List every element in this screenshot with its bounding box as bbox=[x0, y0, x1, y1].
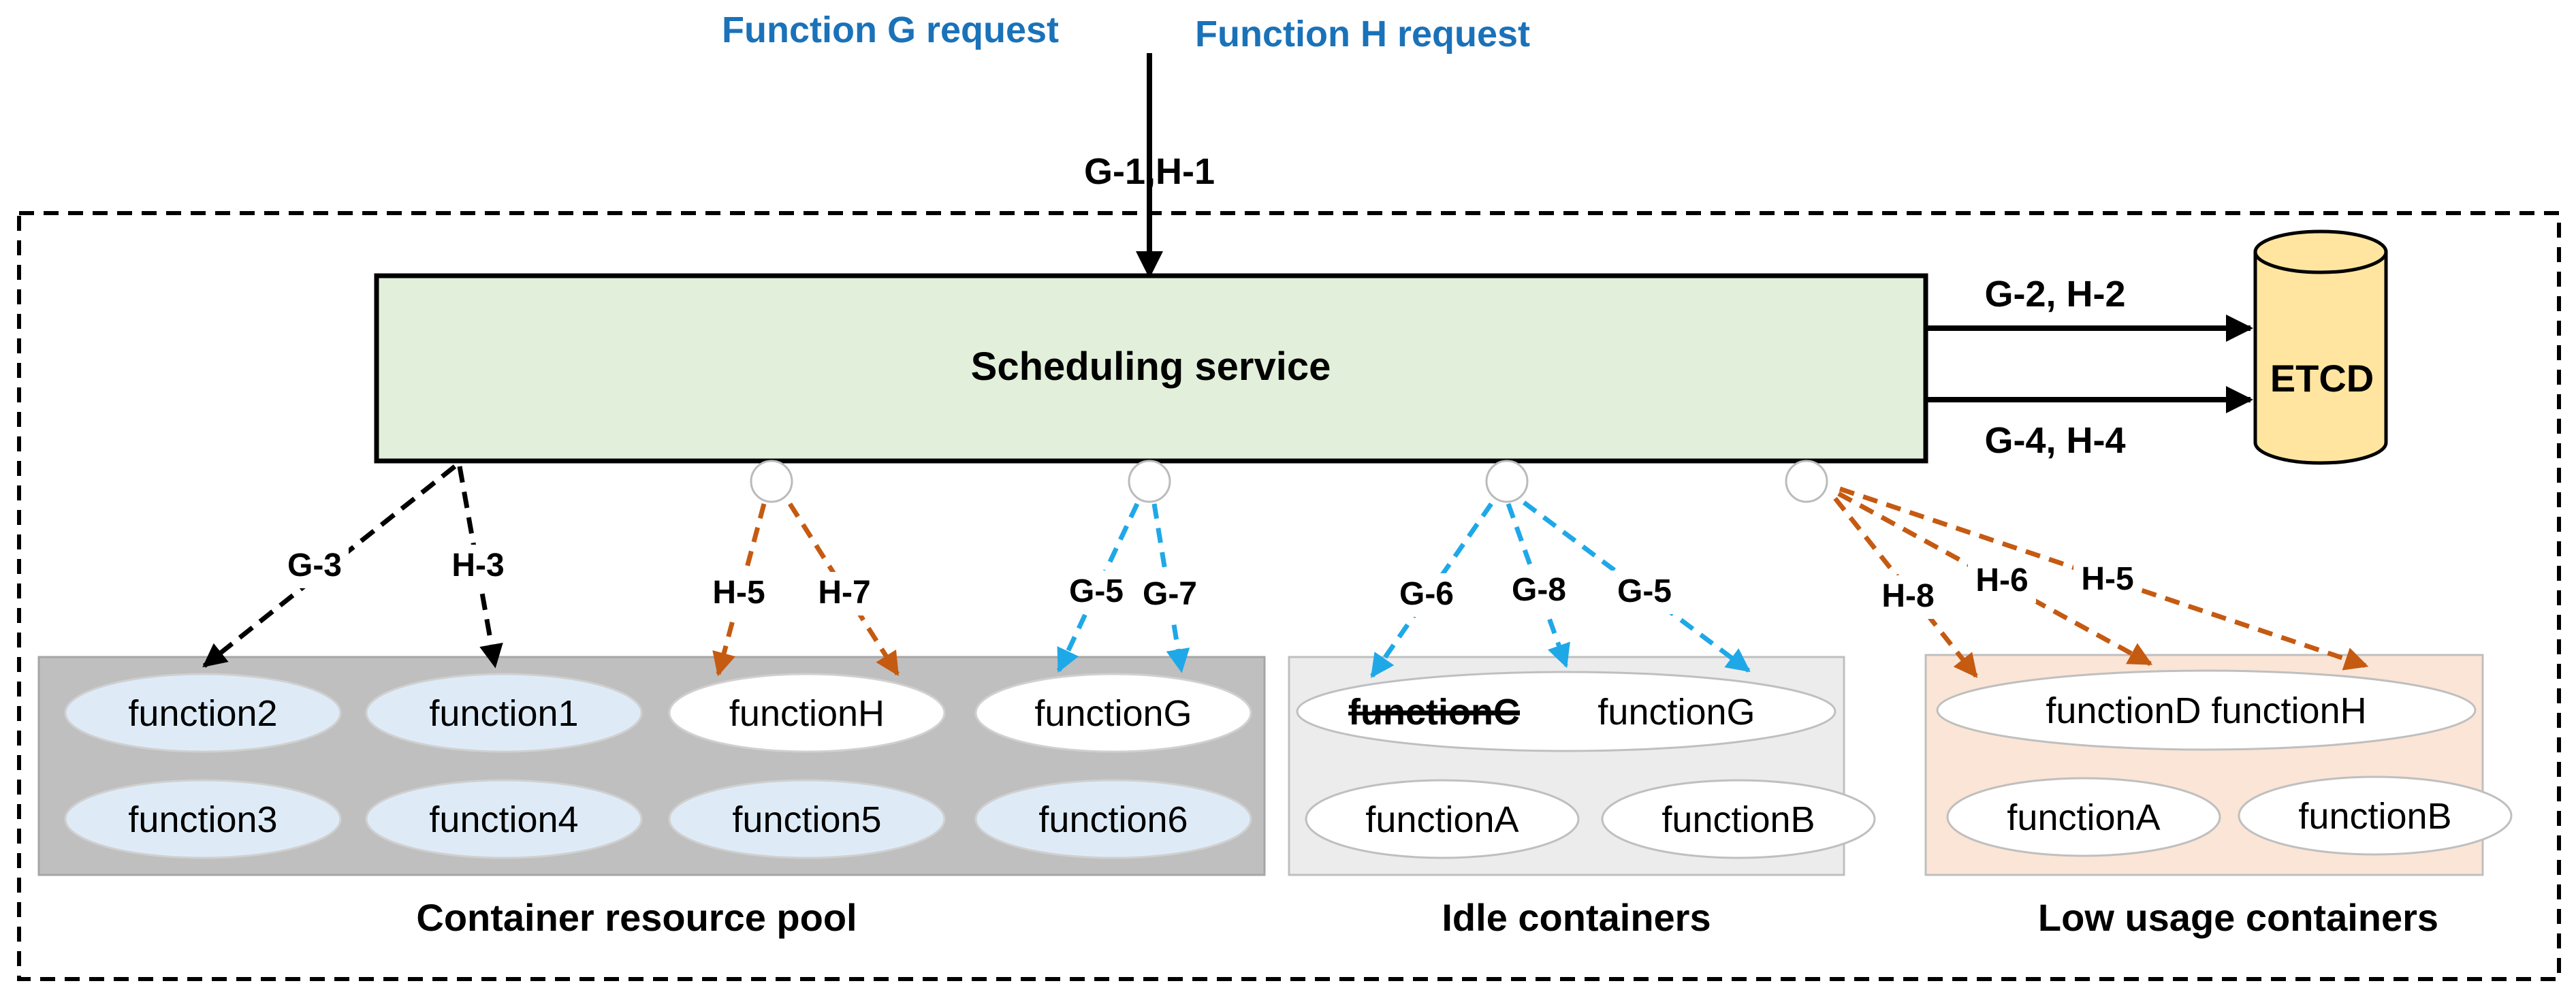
svg-text:G-5: G-5 bbox=[1617, 573, 1672, 609]
pool-function6: function6 bbox=[974, 779, 1252, 859]
pool-function4: function4 bbox=[365, 779, 643, 859]
edge-label-g8: G-8 bbox=[1505, 569, 1573, 613]
edge-label-h7: H-7 bbox=[810, 572, 878, 615]
svg-text:function6: function6 bbox=[1038, 799, 1188, 840]
connector-port-pool-g bbox=[1128, 460, 1171, 503]
svg-text:H-5: H-5 bbox=[2081, 561, 2133, 597]
incoming-request-label: G-1,H-1 bbox=[1084, 151, 1215, 192]
edge-label-g6: G-6 bbox=[1393, 573, 1461, 617]
svg-text:function4: function4 bbox=[429, 799, 578, 840]
svg-text:G-6: G-6 bbox=[1399, 576, 1454, 612]
svg-text:functionD functionH: functionD functionH bbox=[2046, 690, 2366, 731]
edge-label-h3: H-3 bbox=[444, 545, 512, 588]
pool-function2: function2 bbox=[64, 673, 342, 753]
pool-function5: function5 bbox=[668, 779, 946, 859]
svg-text:H-5: H-5 bbox=[712, 575, 765, 611]
edge-label-h6: H-6 bbox=[1968, 560, 2036, 603]
idle-top-function: functionG bbox=[1597, 692, 1755, 733]
connector-port-low bbox=[1785, 460, 1828, 503]
svg-text:functionA: functionA bbox=[1365, 799, 1518, 840]
idle-functionB: functionB bbox=[1601, 779, 1876, 859]
pool-functionG: functionG bbox=[974, 673, 1252, 753]
edge-label-g5-pool: G-5 bbox=[1062, 571, 1130, 614]
edge-label-g5-idle: G-5 bbox=[1610, 571, 1679, 614]
svg-text:functionH: functionH bbox=[729, 693, 885, 734]
svg-text:G-3: G-3 bbox=[287, 547, 342, 583]
low-usage-containers-label: Low usage containers bbox=[2038, 896, 2438, 939]
svg-text:function3: function3 bbox=[128, 799, 277, 840]
svg-text:function1: function1 bbox=[429, 693, 578, 734]
function-g-request-label: Function G request bbox=[722, 10, 1059, 50]
svg-text:H-3: H-3 bbox=[451, 547, 504, 583]
edge-label-h8: H-8 bbox=[1874, 575, 1942, 619]
svg-text:functionA: functionA bbox=[2007, 797, 2160, 838]
connector-port-idle bbox=[1485, 460, 1529, 503]
edge-label-g3: G-3 bbox=[281, 545, 349, 588]
svg-text:function2: function2 bbox=[128, 693, 277, 734]
idle-functionA: functionA bbox=[1305, 779, 1580, 859]
etcd-update-label: G-4, H-4 bbox=[1984, 420, 2125, 461]
svg-text:G-7: G-7 bbox=[1143, 576, 1197, 612]
container-resource-pool-label: Container resource pool bbox=[416, 896, 857, 939]
arrow-h3 bbox=[457, 466, 503, 669]
svg-text:H-6: H-6 bbox=[1975, 562, 2028, 598]
etcd-label: ETCD bbox=[2270, 357, 2374, 400]
svg-text:functionB: functionB bbox=[2298, 796, 2451, 837]
pool-function1: function1 bbox=[365, 673, 643, 753]
idle-top-container: functionC functionG bbox=[1296, 671, 1836, 752]
arrow-h8 bbox=[1833, 496, 1978, 678]
arrow-g5-pool bbox=[1056, 502, 1140, 673]
low-functionB: functionB bbox=[2238, 775, 2513, 856]
system-boundary bbox=[17, 211, 2561, 981]
svg-text:G-8: G-8 bbox=[1512, 572, 1566, 608]
svg-text:function5: function5 bbox=[732, 799, 881, 840]
edge-label-g7: G-7 bbox=[1136, 573, 1204, 617]
low-top-container: functionD functionH bbox=[1936, 669, 2477, 751]
svg-text:functionB: functionB bbox=[1661, 799, 1815, 840]
function-h-request-label: Function H request bbox=[1195, 14, 1530, 54]
svg-text:functionG: functionG bbox=[1034, 693, 1192, 734]
connector-port-pool-h bbox=[750, 460, 793, 503]
arrow-g5-idle bbox=[1522, 500, 1751, 673]
low-functionA: functionA bbox=[1946, 777, 2221, 857]
etcd-write-label: G-2, H-2 bbox=[1984, 274, 2125, 315]
idle-containers-label: Idle containers bbox=[1442, 896, 1711, 939]
svg-text:H-8: H-8 bbox=[1881, 578, 1934, 614]
scheduling-service-box bbox=[374, 273, 1928, 464]
svg-text:G-5: G-5 bbox=[1069, 573, 1124, 609]
pool-functionH: functionH bbox=[668, 673, 946, 753]
svg-text:H-7: H-7 bbox=[818, 575, 870, 611]
etcd-database-icon bbox=[2253, 229, 2388, 465]
edge-label-h5-pool: H-5 bbox=[705, 572, 773, 615]
edge-label-h5-low: H-5 bbox=[2073, 558, 2142, 602]
scheduling-service-label: Scheduling service bbox=[971, 345, 1331, 389]
pool-function3: function3 bbox=[64, 779, 342, 859]
